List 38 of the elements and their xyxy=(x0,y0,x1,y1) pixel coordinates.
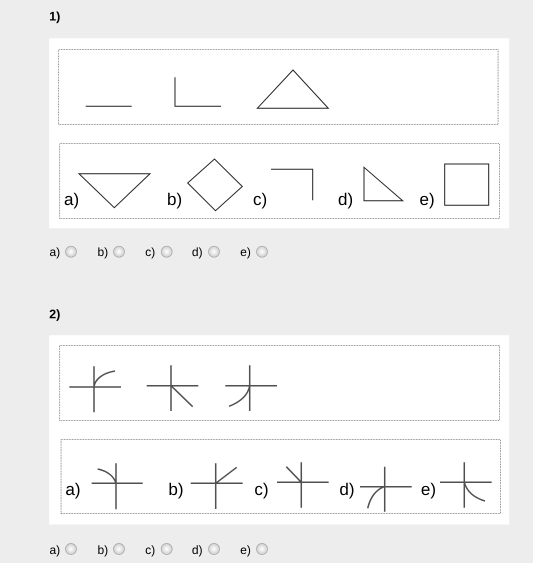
crossed-lines-figure xyxy=(68,366,122,414)
option-label: c) xyxy=(146,545,154,556)
question-number: 2) xyxy=(50,309,60,321)
option-label: b) xyxy=(98,247,108,258)
option-letter: a) xyxy=(64,192,78,209)
line-figure xyxy=(85,106,132,107)
option-letter: d) xyxy=(340,482,354,499)
figure-panel xyxy=(58,49,498,125)
option-label: c) xyxy=(146,247,154,258)
crossed-lines-figure xyxy=(190,462,244,510)
angle-figure xyxy=(270,168,314,201)
option-letter: c) xyxy=(255,482,268,499)
option-label: e) xyxy=(240,545,250,556)
figure-panel xyxy=(59,345,500,421)
question-card xyxy=(49,38,510,228)
crossed-lines-figure xyxy=(359,466,412,512)
option-letter: b) xyxy=(170,482,182,499)
crossed-lines-figure xyxy=(146,364,200,412)
option-label: a) xyxy=(50,247,60,258)
option-letter: b) xyxy=(168,192,182,209)
crossed-lines-figure xyxy=(90,462,144,510)
angle-figure xyxy=(174,76,222,107)
question-number: 1) xyxy=(50,11,60,24)
option-label: d) xyxy=(192,545,202,556)
option-label: a) xyxy=(50,545,60,556)
option-label: b) xyxy=(98,545,108,556)
option-label: e) xyxy=(240,247,250,258)
question-card xyxy=(49,335,510,524)
option-letter: e) xyxy=(420,192,434,209)
option-letter: d) xyxy=(338,192,352,209)
crossed-lines-figure xyxy=(224,364,278,412)
option-letter: e) xyxy=(422,482,435,499)
crossed-lines-figure xyxy=(439,462,492,508)
option-letter: c) xyxy=(254,192,266,209)
option-letter: a) xyxy=(66,482,80,499)
option-label: d) xyxy=(192,247,202,258)
crossed-lines-figure xyxy=(276,462,330,508)
square-figure xyxy=(444,164,490,206)
